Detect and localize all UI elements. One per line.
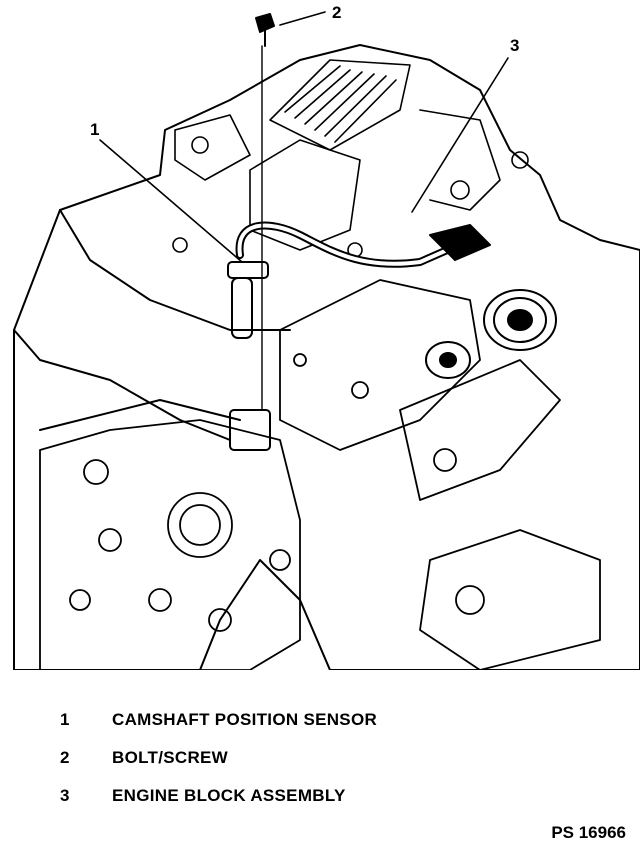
bolt-screw [229, 13, 275, 451]
engine-diagram [13, 11, 640, 670]
front-cover [39, 419, 301, 670]
legend-row: 1 CAMSHAFT POSITION SENSOR [60, 710, 560, 748]
legend-label: ENGINE BLOCK ASSEMBLY [112, 786, 346, 805]
legend-row: 3 ENGINE BLOCK ASSEMBLY [60, 786, 560, 824]
pulley-assembly [425, 289, 557, 379]
callout-1: 1 [90, 120, 100, 139]
legend-number: 1 [60, 710, 70, 729]
callout-2: 2 [332, 3, 342, 22]
legend-row: 2 BOLT/SCREW [60, 748, 560, 786]
parts-legend: 1 CAMSHAFT POSITION SENSOR 2 BOLT/SCREW … [60, 710, 560, 824]
legend-number: 3 [60, 786, 70, 805]
camshaft-sensor-harness [227, 221, 491, 339]
intake-manifold [172, 59, 529, 258]
engine-block-outline [13, 44, 640, 670]
cylinder-head [279, 279, 601, 670]
callout-3: 3 [510, 36, 520, 55]
figure-id: PS 16966 [551, 823, 626, 842]
leader-lines [99, 11, 509, 263]
legend-label: BOLT/SCREW [112, 748, 229, 767]
legend-number: 2 [60, 748, 70, 767]
legend-label: CAMSHAFT POSITION SENSOR [112, 710, 378, 729]
